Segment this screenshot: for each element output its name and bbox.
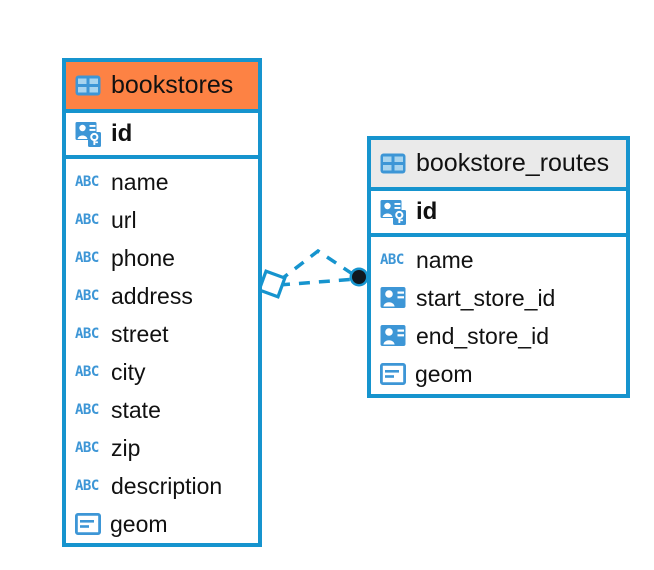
- field-row-url[interactable]: ABC url: [66, 201, 258, 239]
- field-label: street: [111, 320, 169, 347]
- field-label: city: [111, 358, 146, 385]
- relationship-line-upper: [277, 248, 358, 283]
- field-row-name[interactable]: ABC name: [371, 241, 626, 279]
- relationship-circle-marker: [349, 267, 369, 287]
- text-abc-icon: ABC: [75, 288, 99, 304]
- text-abc-icon: ABC: [75, 326, 99, 342]
- relationship-diamond-marker: [257, 269, 287, 299]
- field-label: name: [111, 168, 169, 195]
- field-row-street[interactable]: ABC street: [66, 315, 258, 353]
- primary-key-icon: [75, 121, 101, 147]
- field-label: description: [111, 472, 223, 499]
- entity-header-bookstore-routes[interactable]: bookstore_routes: [371, 140, 626, 191]
- foreign-key-icon: [380, 287, 406, 308]
- field-label: id: [416, 198, 438, 225]
- geometry-icon: [75, 513, 101, 535]
- field-row-start-store-id[interactable]: start_store_id: [371, 279, 626, 317]
- text-abc-icon: ABC: [75, 250, 99, 266]
- primary-key-icon: [380, 199, 406, 225]
- text-abc-icon: ABC: [75, 402, 99, 418]
- entity-bookstores[interactable]: bookstores id ABC name ABC: [62, 58, 262, 547]
- field-row-state[interactable]: ABC state: [66, 391, 258, 429]
- text-abc-icon: ABC: [380, 252, 404, 268]
- field-label: phone: [111, 244, 175, 271]
- field-list-bookstore-routes: ABC name start_store_id: [371, 237, 626, 399]
- field-row-phone[interactable]: ABC phone: [66, 239, 258, 277]
- field-row-end-store-id[interactable]: end_store_id: [371, 317, 626, 355]
- text-abc-icon: ABC: [75, 478, 99, 494]
- foreign-key-icon: [380, 325, 406, 346]
- text-abc-icon: ABC: [75, 174, 99, 190]
- field-row-geom[interactable]: geom: [66, 505, 258, 543]
- field-label: zip: [111, 434, 141, 461]
- field-row-geom[interactable]: geom: [371, 355, 626, 393]
- table-icon: [380, 153, 406, 174]
- table-icon: [75, 75, 101, 96]
- field-row-primary-key[interactable]: id: [371, 191, 626, 237]
- text-abc-icon: ABC: [75, 212, 99, 228]
- field-label: address: [111, 282, 193, 309]
- field-label: geom: [110, 510, 168, 537]
- field-row-description[interactable]: ABC description: [66, 467, 258, 505]
- field-row-name[interactable]: ABC name: [66, 163, 258, 201]
- field-label: start_store_id: [416, 284, 556, 311]
- text-abc-icon: ABC: [75, 440, 99, 456]
- field-label: url: [111, 206, 137, 233]
- text-abc-icon: ABC: [75, 364, 99, 380]
- field-row-primary-key[interactable]: id: [66, 113, 258, 159]
- entity-title: bookstore_routes: [416, 149, 610, 177]
- field-list-bookstores: ABC name ABC url ABC phone ABC address A…: [66, 159, 258, 549]
- field-label: end_store_id: [416, 322, 549, 349]
- entity-title: bookstores: [111, 71, 234, 99]
- field-label: state: [111, 396, 161, 423]
- field-label: id: [111, 120, 133, 147]
- field-row-zip[interactable]: ABC zip: [66, 429, 258, 467]
- field-row-city[interactable]: ABC city: [66, 353, 258, 391]
- field-label: name: [416, 246, 474, 273]
- entity-header-bookstores[interactable]: bookstores: [66, 62, 258, 113]
- relationship-line-lower: [278, 277, 358, 287]
- entity-bookstore-routes[interactable]: bookstore_routes id ABC name: [367, 136, 630, 398]
- field-label: geom: [415, 360, 473, 387]
- geometry-icon: [380, 363, 406, 385]
- field-row-address[interactable]: ABC address: [66, 277, 258, 315]
